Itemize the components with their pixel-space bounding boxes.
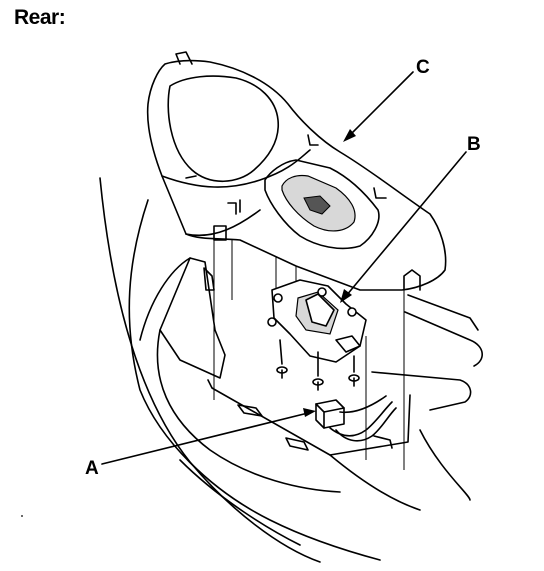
leader-a [101, 412, 309, 465]
arrowhead-b [340, 289, 352, 303]
speck [21, 515, 23, 517]
callout-label-c: C [416, 57, 430, 78]
mounting-hole-1 [273, 293, 283, 303]
arrowhead-c [343, 129, 356, 142]
view-title: Rear: [14, 6, 66, 29]
callout-label-b: B [467, 134, 481, 155]
mounting-hole-4 [347, 307, 357, 317]
leader-b [345, 151, 467, 297]
mounting-hole-2 [267, 317, 277, 327]
switch-assembly [267, 279, 367, 363]
mounting-hole-3 [317, 287, 327, 297]
console-body [99, 177, 483, 563]
callout-label-a: A [85, 458, 99, 479]
screws [276, 339, 360, 391]
callout-leaders [101, 71, 467, 465]
leader-c [349, 71, 414, 136]
arrowhead-a [303, 408, 316, 417]
connector-assembly [203, 267, 397, 442]
console-cover [146, 51, 447, 291]
